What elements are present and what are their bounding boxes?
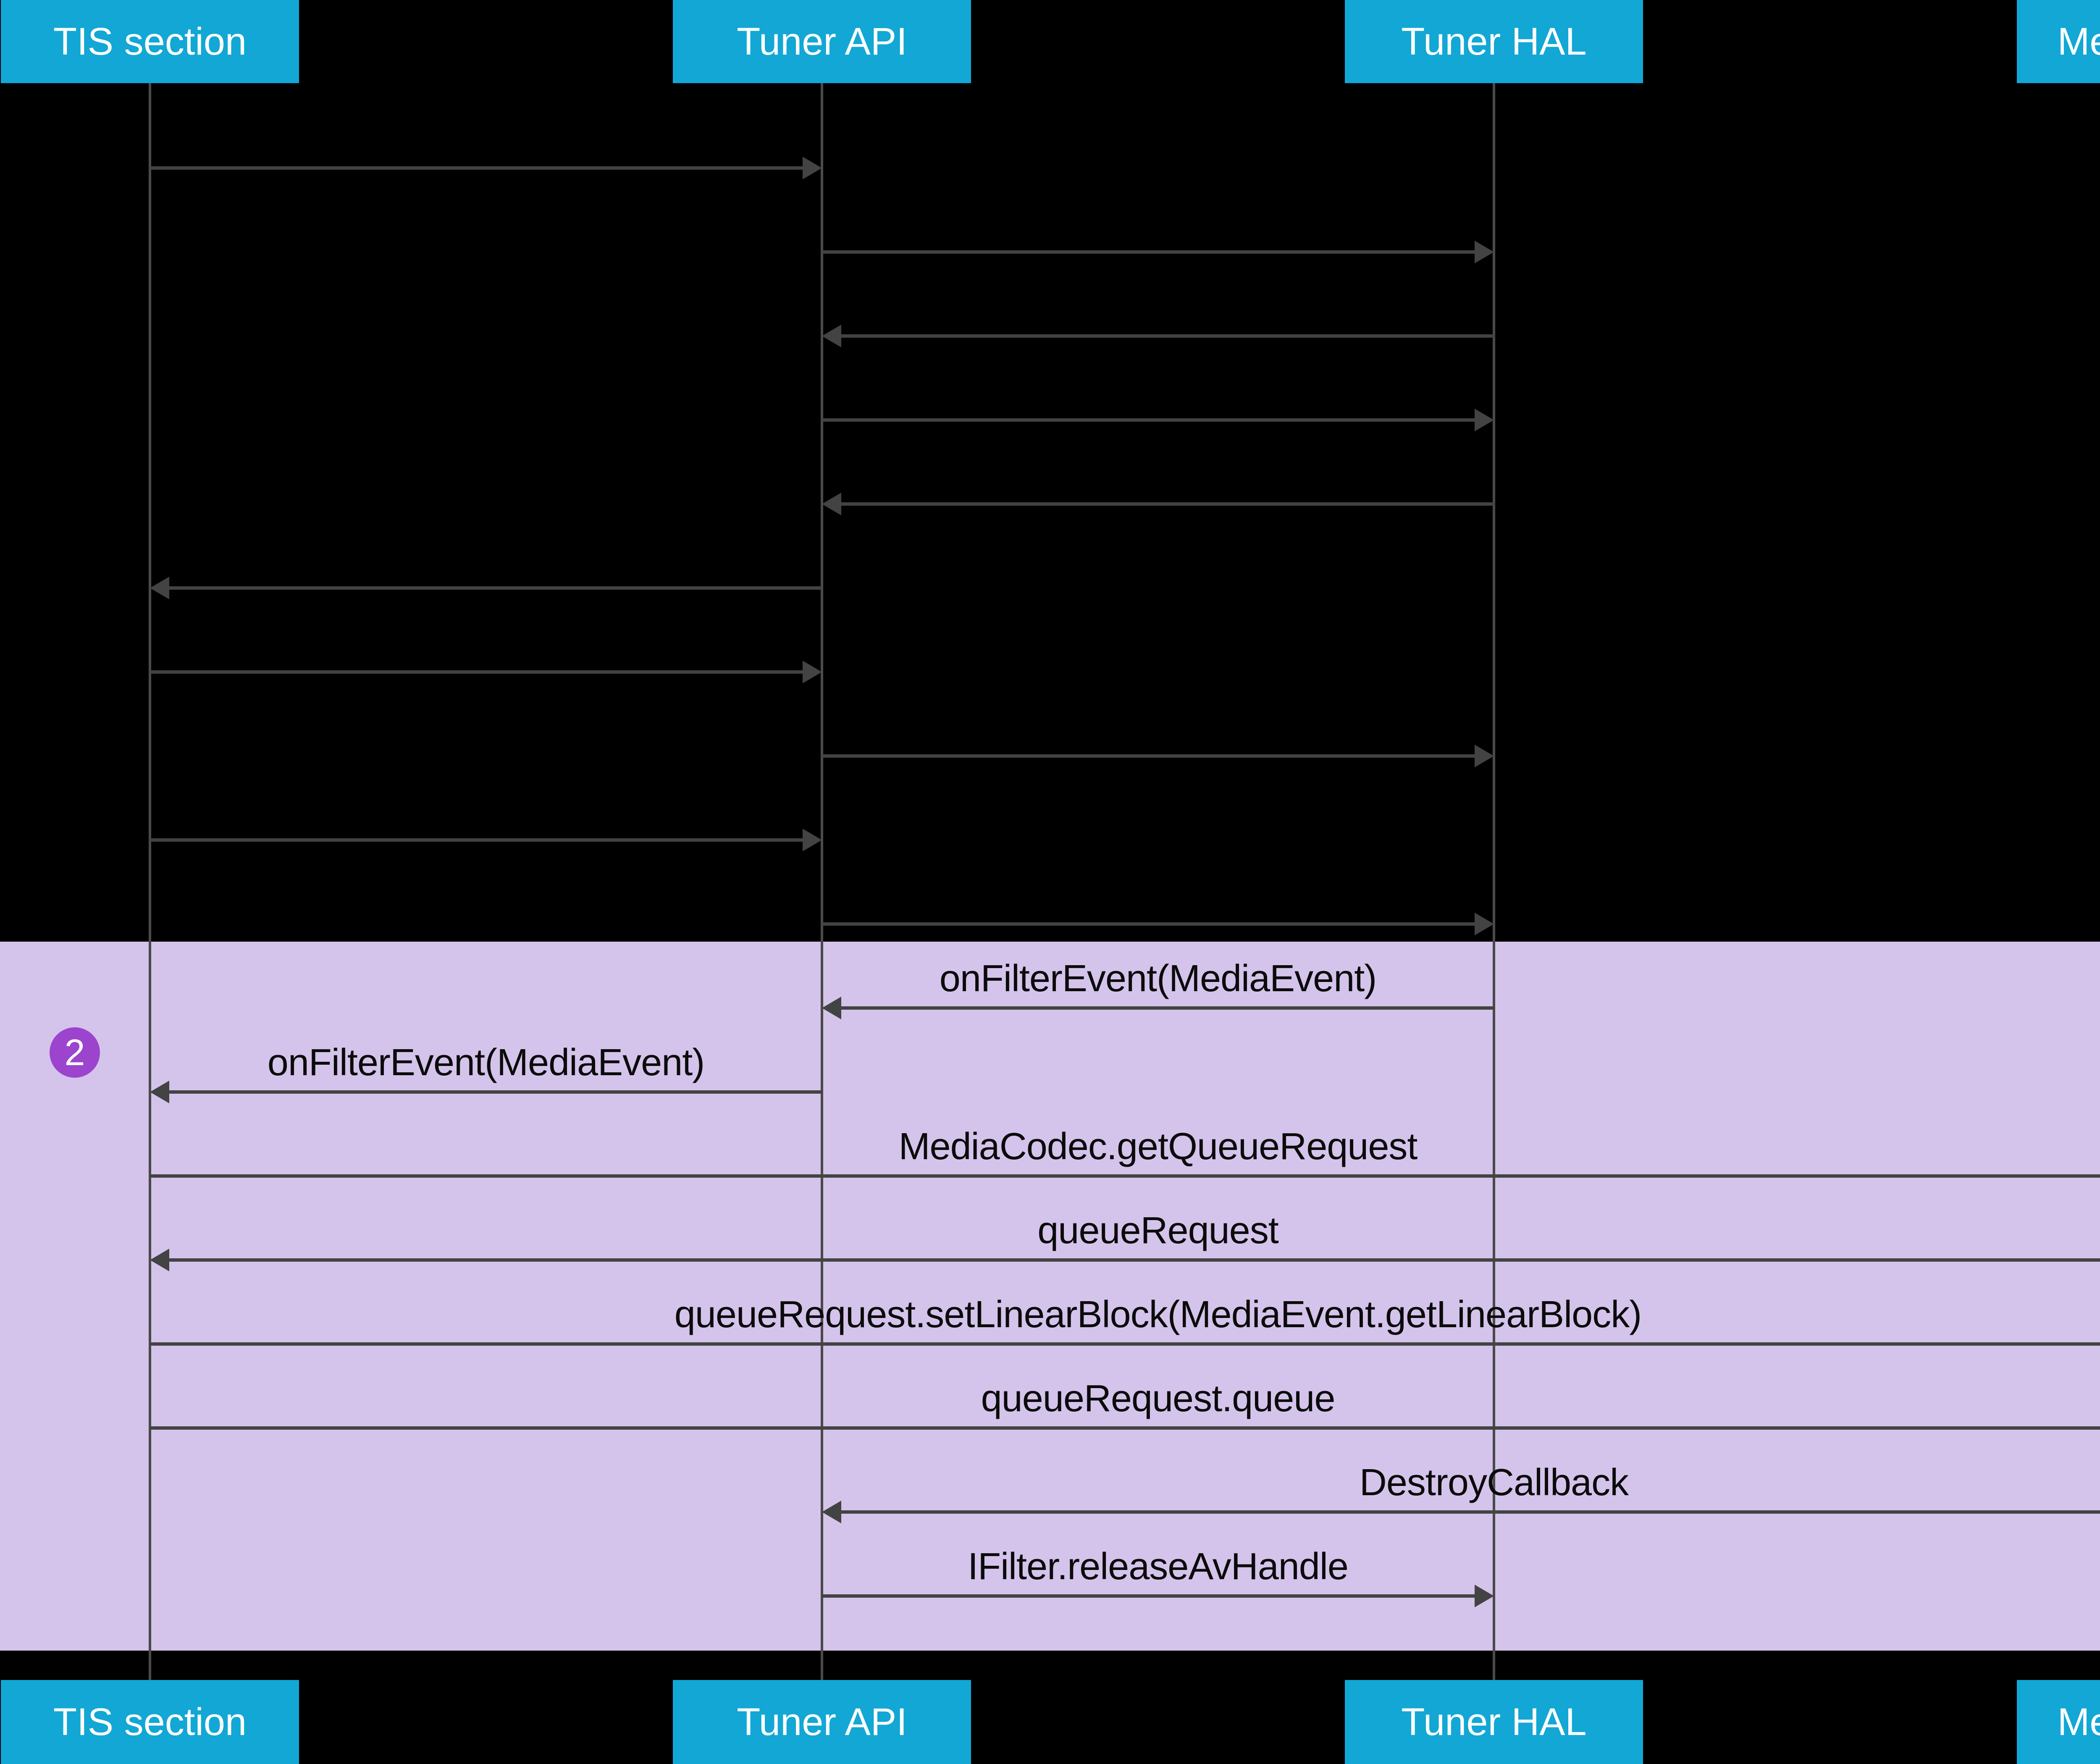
lifeline-tuner-hal bbox=[1493, 83, 1495, 1680]
message-arrow-line bbox=[841, 502, 1494, 506]
participant-top-tuner-hal: Tuner HAL bbox=[1345, 0, 1643, 83]
message-arrow-line bbox=[169, 586, 822, 590]
arrowhead-left-icon bbox=[150, 1249, 169, 1271]
message-arrow-line bbox=[822, 754, 1475, 758]
message-arrow-line bbox=[822, 250, 1475, 254]
message-arrow-line bbox=[822, 418, 1475, 422]
message-arrow-line bbox=[841, 334, 1494, 338]
participant-bottom-tuner-api: Tuner API bbox=[673, 1680, 971, 1764]
participant-top-tuner-api: Tuner API bbox=[673, 0, 971, 83]
message-label: onFilterEvent(MediaEvent) bbox=[267, 1042, 705, 1084]
message-label: MediaCodec.getQueueRequest bbox=[898, 1126, 1418, 1168]
message-arrow-line bbox=[169, 1258, 2100, 1262]
message-label: queueRequest bbox=[1037, 1210, 1278, 1252]
message-arrow-line bbox=[150, 670, 803, 674]
arrowhead-left-icon bbox=[150, 1081, 169, 1103]
lifeline-tis bbox=[149, 83, 151, 1680]
arrowhead-left-icon bbox=[150, 577, 169, 599]
arrowhead-right-icon bbox=[1475, 409, 1494, 431]
message-arrow-line bbox=[150, 838, 803, 842]
message-arrow-line bbox=[841, 1510, 2100, 1514]
highlight-region bbox=[0, 942, 2100, 1651]
message-label: IFilter.releaseAvHandle bbox=[968, 1546, 1349, 1588]
arrowhead-right-icon bbox=[1475, 241, 1494, 263]
participant-bottom-mediacodec: MediaCodec bbox=[2017, 1680, 2100, 1764]
arrowhead-left-icon bbox=[822, 325, 841, 347]
arrowhead-right-icon bbox=[1475, 1585, 1494, 1607]
arrowhead-left-icon bbox=[822, 493, 841, 515]
message-arrow-line bbox=[822, 922, 1475, 926]
arrowhead-left-icon bbox=[822, 1501, 841, 1523]
message-label: queueRequest.queue bbox=[981, 1378, 1336, 1420]
arrowhead-right-icon bbox=[803, 661, 822, 683]
arrowhead-right-icon bbox=[803, 829, 822, 851]
message-label: DestroyCallback bbox=[1359, 1462, 1629, 1504]
participant-top-mediacodec: MediaCodec bbox=[2017, 0, 2100, 83]
message-arrow-line bbox=[150, 166, 803, 170]
participant-top-tis: TIS section bbox=[1, 0, 299, 83]
message-arrow-line bbox=[822, 1594, 1475, 1598]
message-label: onFilterEvent(MediaEvent) bbox=[939, 958, 1377, 1000]
message-arrow-line bbox=[169, 1090, 822, 1094]
participant-bottom-tuner-hal: Tuner HAL bbox=[1345, 1680, 1643, 1764]
message-arrow-line bbox=[150, 1174, 2100, 1178]
arrowhead-left-icon bbox=[822, 997, 841, 1019]
message-arrow-line bbox=[150, 1342, 2100, 1346]
message-arrow-line bbox=[841, 1006, 1494, 1010]
message-arrow-line bbox=[150, 1426, 2100, 1430]
arrowhead-right-icon bbox=[1475, 745, 1494, 767]
participant-bottom-tis: TIS section bbox=[1, 1680, 299, 1764]
arrowhead-right-icon bbox=[803, 157, 822, 179]
lifeline-tuner-api bbox=[821, 83, 823, 1680]
step-2-badge: 2 bbox=[50, 1027, 100, 1078]
message-label: queueRequest.setLinearBlock(MediaEvent.g… bbox=[674, 1294, 1642, 1336]
arrowhead-right-icon bbox=[1475, 913, 1494, 935]
